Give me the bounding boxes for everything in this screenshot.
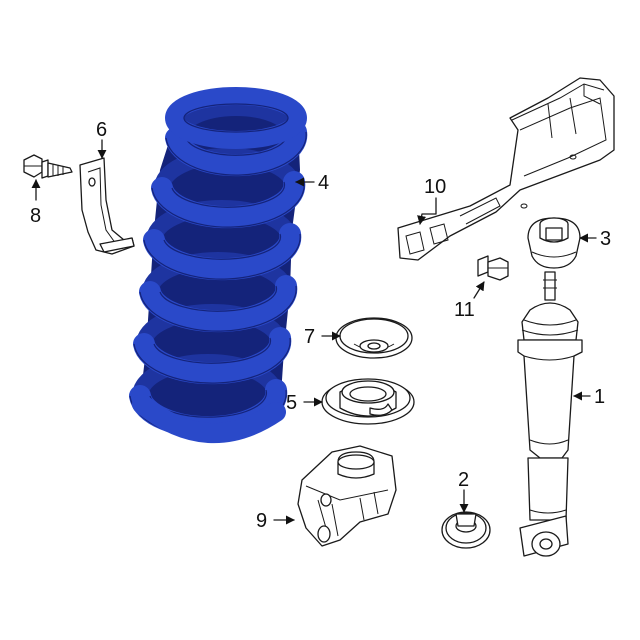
bolt-part-8[interactable] — [23, 154, 73, 179]
callout-2: 2 — [458, 469, 469, 491]
spring-coil-front — [133, 327, 292, 385]
callout-numbers: 1 2 3 4 5 6 7 8 9 10 11 — [30, 119, 611, 532]
spring-coil-front — [151, 171, 306, 229]
spring-coil-front — [139, 275, 298, 333]
spring-coil-edge — [165, 131, 307, 176]
spring-top-edge — [183, 103, 289, 133]
spring-coil-edge — [153, 337, 272, 364]
spring-coil-front — [143, 223, 302, 281]
callout-4: 4 — [318, 172, 329, 194]
spring-coil-front — [165, 121, 308, 177]
callout-6: 6 — [96, 119, 107, 141]
shield-part-10[interactable] — [397, 77, 615, 261]
callout-8: 8 — [30, 205, 41, 227]
spring-coil-back — [132, 354, 284, 404]
shock-absorber-part-1[interactable] — [517, 271, 583, 557]
spring-front-coils — [129, 87, 308, 444]
insulator-part-7[interactable] — [335, 317, 413, 359]
spring-coil-edge — [143, 233, 301, 280]
callout-7: 7 — [304, 326, 315, 348]
coil-spring-part-4[interactable] — [129, 87, 308, 444]
spring-coil-edge — [133, 337, 291, 384]
bolt-part-11[interactable] — [477, 255, 509, 281]
callout-leaders — [31, 139, 597, 525]
callout-9: 9 — [256, 510, 267, 532]
bracket-part-6[interactable] — [79, 157, 135, 255]
callout-3: 3 — [600, 228, 611, 250]
spring-coil-edge — [151, 181, 305, 228]
callout-10: 10 — [424, 176, 446, 198]
callout-11: 11 — [454, 299, 475, 321]
callout-1: 1 — [594, 386, 605, 408]
cap-part-2[interactable] — [441, 511, 491, 549]
spring-seat-part-5[interactable] — [321, 378, 415, 425]
callout-5: 5 — [286, 392, 297, 414]
lower-mount-part-9[interactable] — [297, 445, 397, 547]
spring-top-ring — [165, 87, 307, 149]
spring-coil-edge — [171, 181, 286, 208]
spring-coil-edge — [163, 233, 282, 260]
spring-coil-edge — [139, 285, 297, 332]
spring-bottom-end — [132, 394, 286, 444]
upper-mount-part-3[interactable] — [527, 217, 581, 269]
spring-coil-edge — [159, 285, 278, 312]
